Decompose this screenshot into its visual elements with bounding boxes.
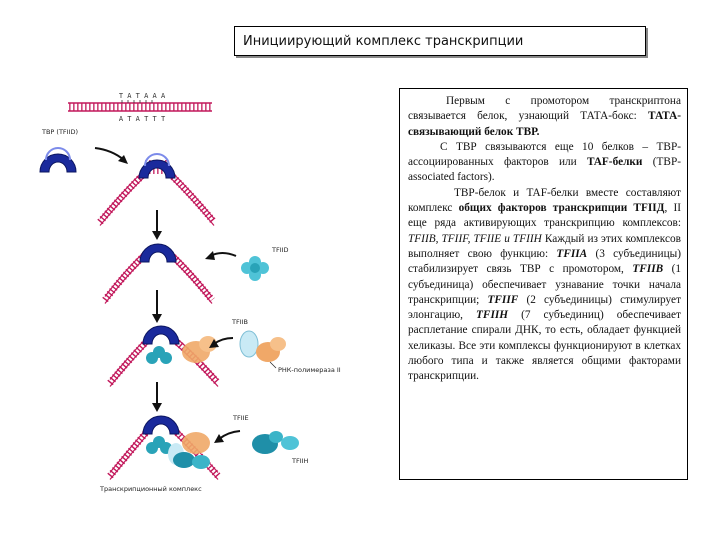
tbp-bound-icon <box>142 325 180 345</box>
text-run: ТАТА-связывающий белок ТВР. <box>408 110 681 138</box>
text-run: Первым с промотором транскриптона связыв… <box>408 95 681 123</box>
tfiif-protein-icon <box>239 330 286 362</box>
description-text-box: Первым с промотором транскриптона связыв… <box>399 88 688 480</box>
rna-polymerase-icon <box>182 336 217 363</box>
transcription-complex-label: Транскрипционный комплекс <box>99 485 202 493</box>
text-run: (TBP-associated factors). <box>408 156 681 184</box>
tfiib-label: TFIIB <box>231 318 248 326</box>
down-arrow-icon <box>152 382 162 412</box>
paragraph-2: С ТВР связываются еще 10 белков – ТВР-ас… <box>408 140 681 186</box>
rna-polymerase-label: РНК-полимераза II <box>278 366 341 374</box>
dna-straight <box>68 102 212 112</box>
paragraph-1: Первым с промотором транскриптона связыв… <box>408 94 681 140</box>
text-run: общих факторов транскрипции ТFIIД <box>458 202 665 215</box>
text-run: (2 субъединицы) стимулирует элонгацию, <box>408 293 682 322</box>
text-run: TFIIA <box>556 247 588 260</box>
arrow-icon <box>209 337 234 348</box>
paragraph-3: ТВР-белок и TAF-белки вместе составляют … <box>408 186 681 385</box>
title-box: Инициирующий комплекс транскрипции <box>234 26 646 56</box>
arrow-icon <box>205 251 237 260</box>
tbp-protein-icon <box>39 147 77 173</box>
transcription-complex-icon <box>146 432 210 469</box>
text-run: ТВР-белок и TAF-белки вместе составляют … <box>408 186 681 215</box>
arrow-icon <box>214 430 241 443</box>
text-run: TFIIH <box>476 309 509 322</box>
text-run: TFIIB, TFIIF, TFIIE и TFIIH <box>408 232 542 245</box>
tfiih-label: TFIIH <box>291 457 309 465</box>
tfiib-protein-icon <box>241 256 269 281</box>
tfiie-label: TFIIE <box>232 414 249 422</box>
tata-complement: A T A T T T <box>119 115 166 123</box>
text-run: С ТВР связываются еще 10 белков – ТВР-ас… <box>408 140 681 169</box>
down-arrow-icon <box>152 210 162 240</box>
arrow-icon <box>94 147 128 164</box>
text-run: Каждый из этих комплексов выполняет свою… <box>408 232 681 260</box>
text-run: (7 субъединиц) обеспечивает расплетание … <box>408 309 681 383</box>
tfiib-bound-icon <box>146 346 172 364</box>
tbp-bound-icon <box>139 243 177 263</box>
text-run: TFIIF <box>487 293 519 306</box>
dna-bent-2 <box>102 248 215 304</box>
text-run: , II еще ряда активирующих транскрипцию … <box>408 202 681 230</box>
text-run: TAF-белки <box>587 156 643 169</box>
tbp-bound-icon <box>138 153 176 179</box>
tbp-label: TBP (TFIID) <box>41 128 78 136</box>
tfiid-label: TFIID <box>271 246 289 254</box>
tfiie-protein-icon <box>252 431 299 454</box>
down-arrow-icon <box>152 290 162 323</box>
tata-sequence: T A T A A A <box>119 92 166 100</box>
slide-title: Инициирующий комплекс транскрипции <box>243 34 524 49</box>
text-run: TFIIB <box>632 263 664 276</box>
text-run: (1 субъединица) обеспечивает узнавание т… <box>408 263 681 306</box>
text-run: (3 субъединицы) стабилизирует связь ТВР … <box>408 247 681 276</box>
tbp-bound-icon <box>142 415 180 435</box>
